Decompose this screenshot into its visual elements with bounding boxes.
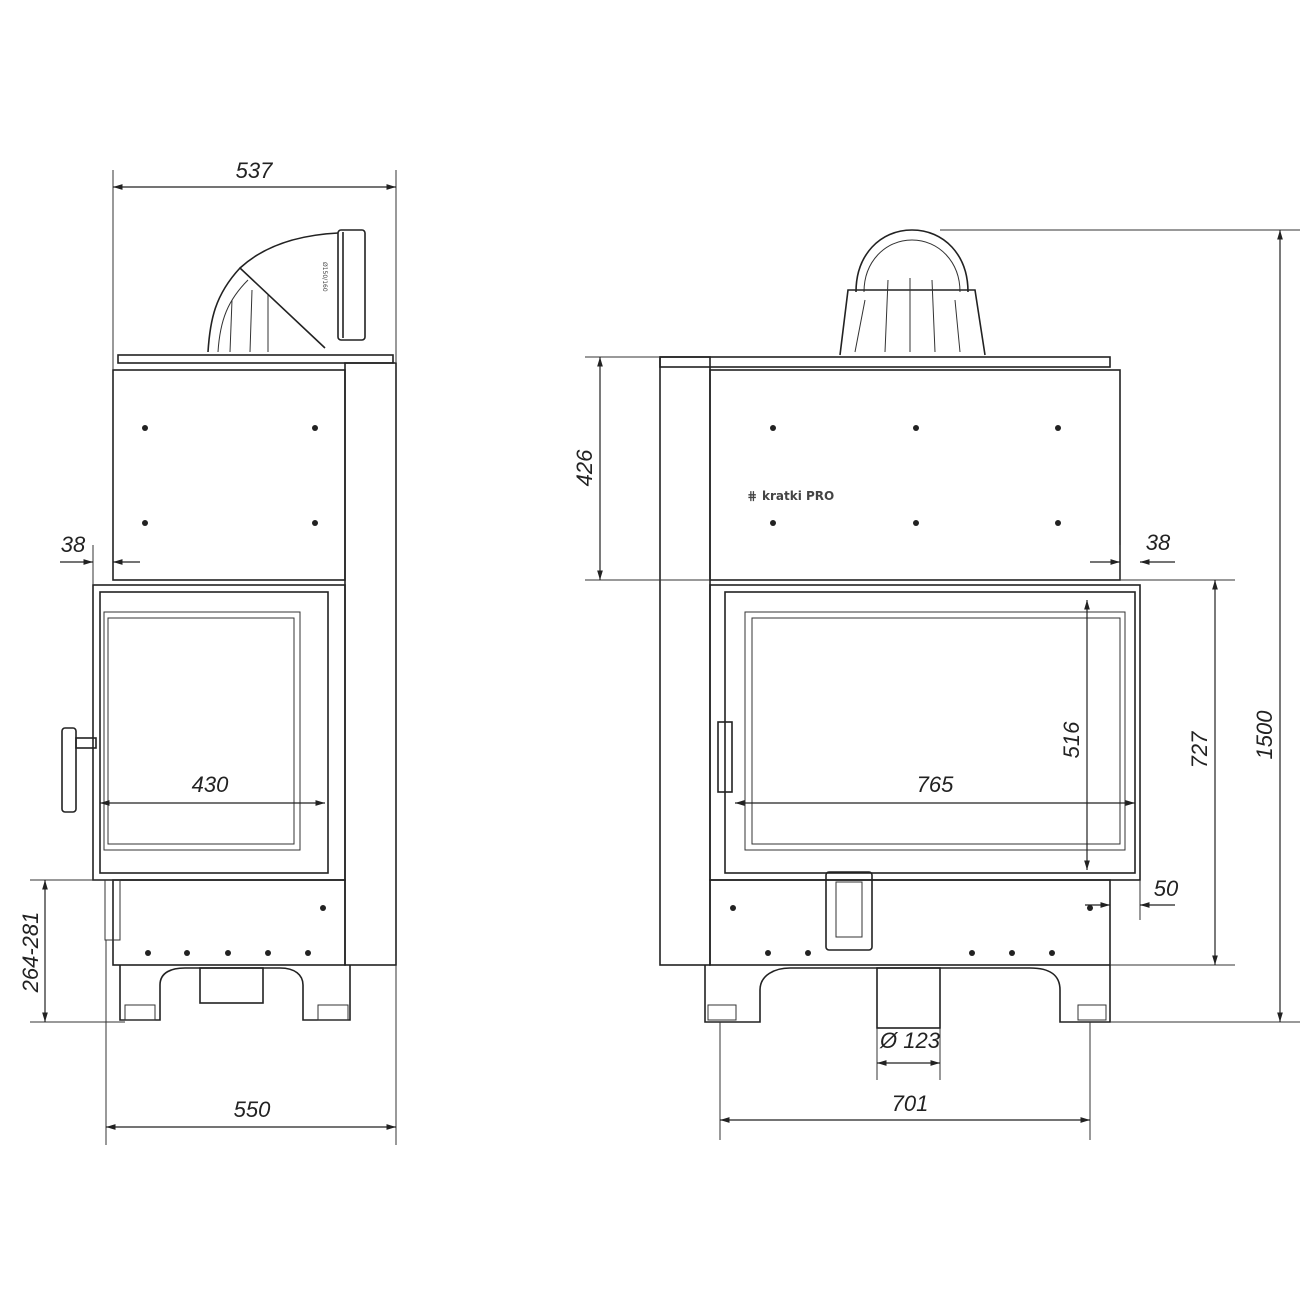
- flue-elbow: Ø150/160: [207, 229, 366, 353]
- door-handle: [61, 727, 97, 813]
- front-glass: [724, 591, 1136, 874]
- air-inlet: [876, 967, 941, 1029]
- flue-collar: [839, 229, 986, 356]
- dim-front-door-height: 727: [1187, 731, 1212, 768]
- front-door-hinge: [717, 721, 733, 793]
- dim-front-frame-offset: 38: [1146, 530, 1171, 555]
- dim-front-total-height: 1500: [1252, 710, 1277, 760]
- svg-text:⋕: ⋕: [747, 489, 757, 503]
- top-plate: [117, 354, 394, 364]
- front-view: ⋕ kratki PRO 426 1500 727 516 765: [572, 229, 1300, 1140]
- dim-front-feet-width: 701: [892, 1091, 929, 1116]
- air-control: [825, 871, 873, 951]
- brand-logo: ⋕ kratki PRO: [747, 489, 834, 503]
- side-glass: [99, 591, 329, 874]
- side-lower-casing: [112, 879, 346, 966]
- upper-casing: [112, 369, 346, 581]
- dim-front-bottom-offset: 50: [1154, 876, 1179, 901]
- front-side-panel: [659, 356, 711, 966]
- front-lower-casing: [709, 879, 1111, 966]
- dim-front-glass-width: 765: [917, 772, 954, 797]
- dim-side-glass-width: 430: [192, 772, 229, 797]
- dim-side-frame-offset: 38: [61, 532, 86, 557]
- dim-front-upper-height: 426: [572, 449, 597, 486]
- side-view: Ø150/160 537 38: [18, 158, 397, 1145]
- front-upper-casing: [709, 369, 1121, 581]
- front-top-plate: [659, 356, 1111, 368]
- dim-side-top-width: 537: [236, 158, 273, 183]
- side-panel: [344, 362, 397, 966]
- dim-front-air-inlet: Ø 123: [879, 1028, 941, 1053]
- side-door: [92, 584, 346, 881]
- dim-side-leg-height: 264-281: [18, 912, 43, 994]
- dim-front-glass-height: 516: [1059, 721, 1084, 758]
- dim-side-base-width: 550: [234, 1097, 271, 1122]
- flue-marking: Ø150/160: [321, 262, 328, 292]
- brand-logo-text: kratki PRO: [762, 489, 834, 503]
